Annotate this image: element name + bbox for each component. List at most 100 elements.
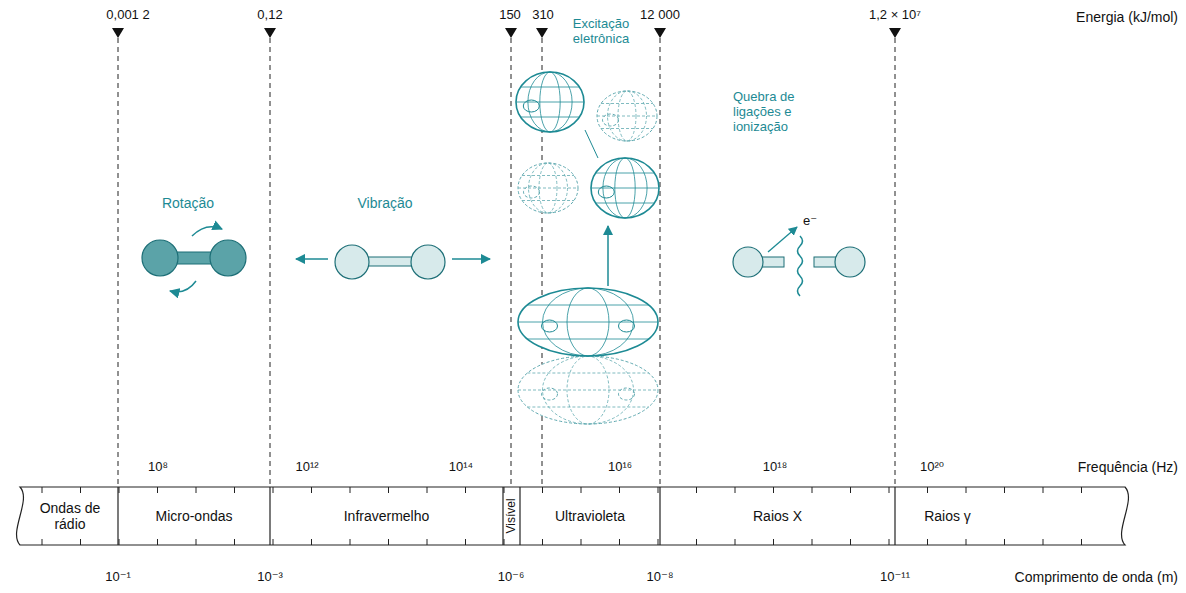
- tick: [658, 487, 659, 493]
- scale-label: 10⁻³: [257, 570, 283, 585]
- orbital-lobe: [516, 72, 584, 132]
- band-divider: [659, 487, 660, 545]
- scale-label: Excitação eletrônica: [549, 17, 653, 47]
- tick: [504, 539, 505, 545]
- scale-label: Quebra de ligações e ionização: [733, 90, 817, 135]
- marker-line: [270, 38, 271, 487]
- tick: [619, 487, 620, 493]
- band-label: Ultravioleta: [555, 508, 625, 524]
- tick: [773, 487, 774, 493]
- tick: [889, 539, 890, 545]
- label-text: 10⁻¹¹: [880, 570, 910, 585]
- marker-triangle: [264, 28, 276, 38]
- tick: [773, 539, 774, 545]
- tick: [542, 539, 543, 545]
- band-divider: [502, 487, 503, 545]
- label-text: 10⁻⁸: [647, 570, 674, 585]
- tick: [812, 487, 813, 493]
- tick: [658, 539, 659, 545]
- spectrum-band: Micro-ondas: [118, 488, 270, 544]
- scale-label: 10²⁰: [920, 460, 944, 475]
- scale-label: 10¹⁸: [763, 460, 787, 475]
- tick: [966, 539, 967, 545]
- tick: [273, 539, 274, 545]
- tick: [504, 487, 505, 493]
- scale-label: 10⁻¹¹: [880, 570, 910, 585]
- tick: [80, 487, 81, 493]
- label-text: 10¹⁶: [608, 460, 632, 475]
- band-divider: [269, 487, 270, 545]
- tick: [619, 539, 620, 545]
- spectrum-band: Raios X: [660, 488, 895, 544]
- orbital-lobe: [597, 91, 657, 141]
- scale-label: 310: [532, 8, 554, 23]
- tick: [1043, 539, 1044, 545]
- tick: [196, 539, 197, 545]
- tick: [581, 487, 582, 493]
- marker-line: [895, 38, 896, 487]
- spectrum-band: Ondas de rádio: [22, 488, 118, 544]
- label-text: 10¹²: [295, 460, 318, 475]
- tick: [119, 487, 120, 493]
- label-text: Vibração: [357, 195, 412, 211]
- orbital-lobe: [518, 288, 658, 356]
- label-text: 10¹⁴: [449, 460, 473, 475]
- ionization-molecule: [733, 227, 865, 296]
- tick: [1081, 487, 1082, 493]
- label-text: 10⁻¹: [105, 570, 131, 585]
- tick: [234, 539, 235, 545]
- band-divider: [894, 487, 895, 545]
- band-label: Infravermelho: [344, 508, 430, 524]
- spectrum-band: Visível: [503, 488, 520, 544]
- marker-line: [660, 38, 661, 487]
- rotation-molecule: [142, 227, 246, 292]
- scale-ticks: [42, 487, 1082, 545]
- band-label: Micro-ondas: [155, 508, 232, 524]
- spectrum-bar: [17, 487, 1129, 545]
- label-text: Quebra de ligações e ionização: [733, 90, 817, 135]
- tick: [696, 487, 697, 493]
- tick: [465, 487, 466, 493]
- label-text: e⁻: [803, 214, 817, 229]
- label-text: 0,12: [257, 8, 282, 23]
- tick: [119, 539, 120, 545]
- tick: [388, 539, 389, 545]
- band-dividers: [118, 487, 895, 545]
- band-label: Raios γ: [924, 508, 971, 524]
- scale-label: 10⁻⁶: [498, 570, 525, 585]
- scale-label: 10¹⁴: [449, 460, 473, 475]
- tick: [273, 487, 274, 493]
- tick: [350, 487, 351, 493]
- label-text: Energia (kJ/mol): [1076, 9, 1178, 25]
- orbital-drawings: [516, 72, 659, 424]
- tick: [735, 487, 736, 493]
- marker-line: [118, 38, 119, 487]
- label-text: 10²⁰: [920, 460, 944, 475]
- scale-label: 10⁻¹: [105, 570, 131, 585]
- marker-triangle: [536, 28, 548, 38]
- tick: [350, 539, 351, 545]
- label-text: Comprimento de onda (m): [1015, 569, 1178, 585]
- tick: [42, 487, 43, 493]
- tick: [850, 487, 851, 493]
- tick: [427, 487, 428, 493]
- orbital-lobe: [518, 163, 578, 213]
- tick: [465, 539, 466, 545]
- marker-triangle: [889, 28, 901, 38]
- scale-label: 1,2 × 10⁷: [869, 8, 921, 23]
- tick: [196, 487, 197, 493]
- tick: [696, 539, 697, 545]
- tick: [927, 487, 928, 493]
- tick: [735, 539, 736, 545]
- energy-marker-lines: [118, 38, 895, 487]
- tick: [542, 487, 543, 493]
- tick: [850, 539, 851, 545]
- marker-triangle: [654, 28, 666, 38]
- band-divider: [117, 487, 118, 545]
- label-text: 10⁸: [148, 460, 168, 475]
- tick: [311, 539, 312, 545]
- marker-line: [511, 38, 512, 487]
- tick: [157, 539, 158, 545]
